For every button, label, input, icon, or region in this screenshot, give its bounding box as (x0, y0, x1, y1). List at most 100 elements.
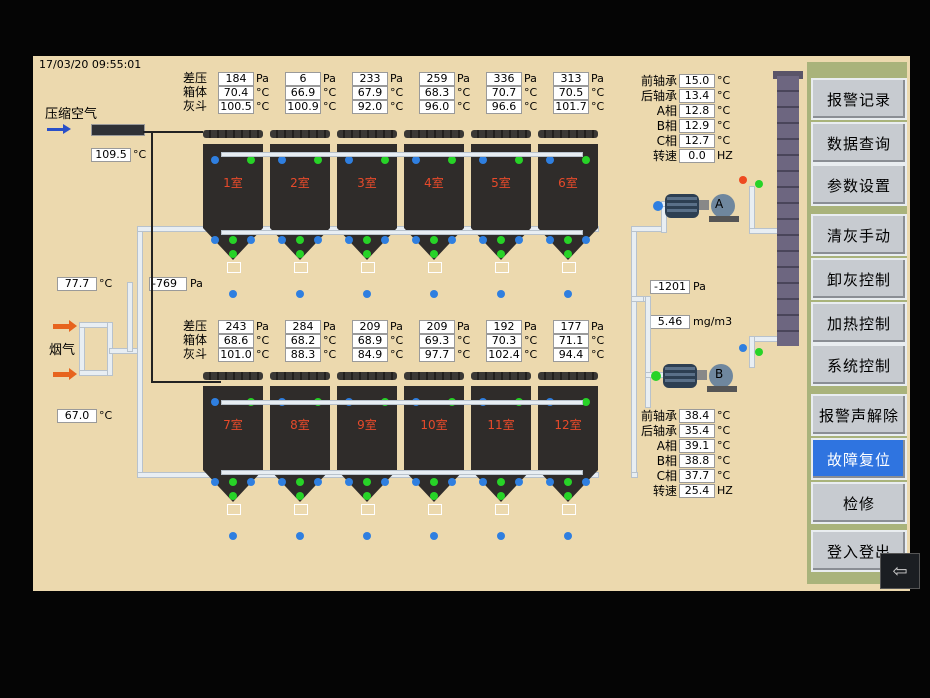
valve-indicator (479, 478, 487, 486)
hopper-temp-value: 100.5 (218, 100, 254, 114)
menu-button[interactable]: 卸灰控制 (811, 258, 907, 300)
heater-icon (428, 504, 442, 515)
fan-speed-label: 转速 (652, 484, 677, 498)
discharge-valve-indicator (296, 532, 304, 540)
outlet-pressure: -1201 (650, 280, 690, 294)
fan-pa-label: A相 (656, 104, 677, 118)
box-temp-value: 68.3 (419, 86, 455, 100)
box-temp-value: 69.3 (419, 334, 455, 348)
valve-indicator (497, 236, 505, 244)
menu-button[interactable]: 参数设置 (811, 164, 907, 206)
fan-a-valve-indicator (739, 176, 747, 184)
valve-indicator (412, 156, 420, 164)
valve-indicator (211, 156, 219, 164)
menu-button[interactable]: 故障复位 (811, 438, 907, 480)
menu-button[interactable]: 清灰手动 (811, 214, 907, 256)
heater-icon (294, 504, 308, 515)
fan-rear-label: 后轴承 (640, 89, 677, 103)
discharge-valve-indicator (564, 290, 572, 298)
heater-icon (227, 262, 241, 273)
valve-indicator (314, 236, 322, 244)
room-label: 11室 (487, 418, 515, 432)
fan-front-value: 38.4 (679, 409, 715, 423)
room-label: 6室 (558, 176, 578, 190)
bag-roof (270, 372, 330, 380)
heater-indicator (296, 250, 304, 258)
fan-pb-label: B相 (656, 119, 677, 133)
menu-button[interactable]: 报警记录 (811, 78, 907, 120)
valve-indicator (278, 478, 286, 486)
valve-indicator (296, 478, 304, 486)
room-label: 12室 (554, 418, 582, 432)
fan-speed-value: 0.0 (679, 149, 715, 163)
valve-indicator (412, 236, 420, 244)
bag-roof (471, 372, 531, 380)
room-label: 5室 (491, 176, 511, 190)
heater-indicator (497, 250, 505, 258)
flue-gas-label: 烟气 (49, 343, 76, 358)
fan-pc-label: C相 (656, 469, 677, 483)
valve-indicator (381, 156, 389, 164)
valve-indicator (247, 478, 255, 486)
discharge-valve-indicator (430, 290, 438, 298)
box-temp-label: 箱体 (183, 85, 208, 99)
valve-indicator (345, 236, 353, 244)
heater-icon (227, 504, 241, 515)
heater-indicator (296, 492, 304, 500)
discharge-valve-indicator (296, 290, 304, 298)
air-temp-value: 109.5 (91, 148, 131, 162)
valve-indicator (247, 156, 255, 164)
hopper-temp-value: 92.0 (352, 100, 388, 114)
menu-button[interactable]: 检修 (811, 482, 907, 524)
flue-in-temp: 77.7 (57, 277, 97, 291)
hopper-temp-value: 97.7 (419, 348, 455, 362)
fan-b[interactable]: B (651, 358, 737, 392)
hopper-temp-value: 88.3 (285, 348, 321, 362)
heater-icon (361, 262, 375, 273)
box-temp-value: 67.9 (352, 86, 388, 100)
heater-icon (562, 262, 576, 273)
valve-indicator (229, 478, 237, 486)
bag-roof (404, 130, 464, 138)
room-label: 7室 (223, 418, 243, 432)
valve-indicator (229, 236, 237, 244)
valve-indicator (314, 478, 322, 486)
discharge-valve-indicator (497, 532, 505, 540)
menu-button[interactable]: 数据查询 (811, 122, 907, 164)
valve-indicator (582, 156, 590, 164)
fan-pc-label: C相 (656, 134, 677, 148)
filter-chamber[interactable] (538, 144, 598, 260)
valve-indicator (314, 156, 322, 164)
heater-icon (361, 504, 375, 515)
heater-icon (495, 504, 509, 515)
valve-indicator (564, 236, 572, 244)
bag-roof (203, 372, 263, 380)
fan-front-label: 前轴承 (640, 409, 677, 423)
heater-indicator (564, 250, 572, 258)
room-label: 3室 (357, 176, 377, 190)
hopper-temp-value: 101.7 (553, 100, 589, 114)
valve-indicator (412, 478, 420, 486)
discharge-valve-indicator (229, 290, 237, 298)
bag-roof (337, 130, 397, 138)
diff-pressure-label: 差压 (183, 319, 208, 333)
valve-indicator (211, 478, 219, 486)
valve-indicator (515, 478, 523, 486)
back-arrow-icon[interactable]: ⇦ (880, 553, 920, 589)
valve-indicator (381, 478, 389, 486)
fan-a[interactable]: A (653, 188, 739, 222)
menu-button[interactable]: 报警声解除 (811, 394, 907, 436)
menu-button[interactable]: 系统控制 (811, 344, 907, 386)
box-temp-value: 71.1 (553, 334, 589, 348)
valve-indicator (430, 236, 438, 244)
diff-pressure-value: 313 (553, 72, 589, 86)
heater-icon (294, 262, 308, 273)
heater-indicator (229, 250, 237, 258)
valve-indicator (363, 478, 371, 486)
valve-indicator (448, 478, 456, 486)
room-label: 2室 (290, 176, 310, 190)
hopper-temp-value: 94.4 (553, 348, 589, 362)
box-temp-value: 66.9 (285, 86, 321, 100)
menu-button[interactable]: 加热控制 (811, 302, 907, 344)
room-label: 10室 (420, 418, 448, 432)
